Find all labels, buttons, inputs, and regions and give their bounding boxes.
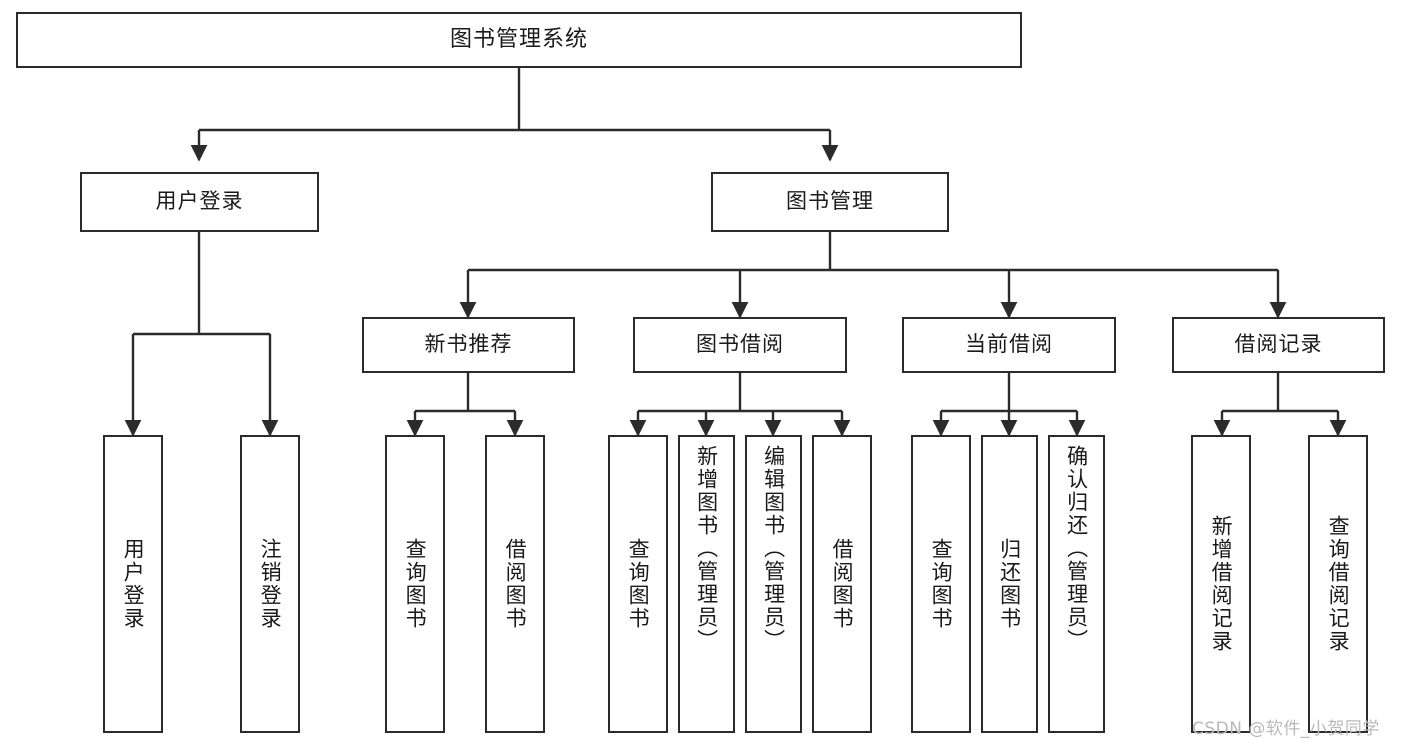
leaf-query-book-current[interactable]: 查询图书 xyxy=(911,435,971,733)
leaf-query-book-borrow[interactable]: 查询图书 xyxy=(608,435,668,733)
leaf-logout[interactable]: 注销登录 xyxy=(240,435,300,733)
node-new-book-recommend[interactable]: 新书推荐 xyxy=(362,317,575,373)
leaf-query-borrow-record[interactable]: 查询借阅记录 xyxy=(1308,435,1368,733)
leaf-borrow-book[interactable]: 借阅图书 xyxy=(812,435,872,733)
leaf-edit-book-admin[interactable]: 编辑图书（管理员） xyxy=(745,435,802,733)
node-borrow-record[interactable]: 借阅记录 xyxy=(1172,317,1385,373)
node-book-borrow[interactable]: 图书借阅 xyxy=(633,317,847,373)
leaf-add-book-admin[interactable]: 新增图书（管理员） xyxy=(678,435,735,733)
leaf-add-borrow-record[interactable]: 新增借阅记录 xyxy=(1191,435,1251,733)
leaf-confirm-return-admin[interactable]: 确认归还（管理员） xyxy=(1048,435,1105,733)
leaf-borrow-book-recommend[interactable]: 借阅图书 xyxy=(485,435,545,733)
csdn-watermark: CSDN @软件_小贺同学 xyxy=(1192,719,1380,739)
leaf-user-login[interactable]: 用户登录 xyxy=(103,435,163,733)
node-book-management[interactable]: 图书管理 xyxy=(711,172,949,232)
node-current-borrow[interactable]: 当前借阅 xyxy=(902,317,1116,373)
node-root-system[interactable]: 图书管理系统 xyxy=(16,12,1022,68)
leaf-return-book[interactable]: 归还图书 xyxy=(981,435,1038,733)
node-user-login[interactable]: 用户登录 xyxy=(80,172,319,232)
leaf-query-book-recommend[interactable]: 查询图书 xyxy=(385,435,445,733)
